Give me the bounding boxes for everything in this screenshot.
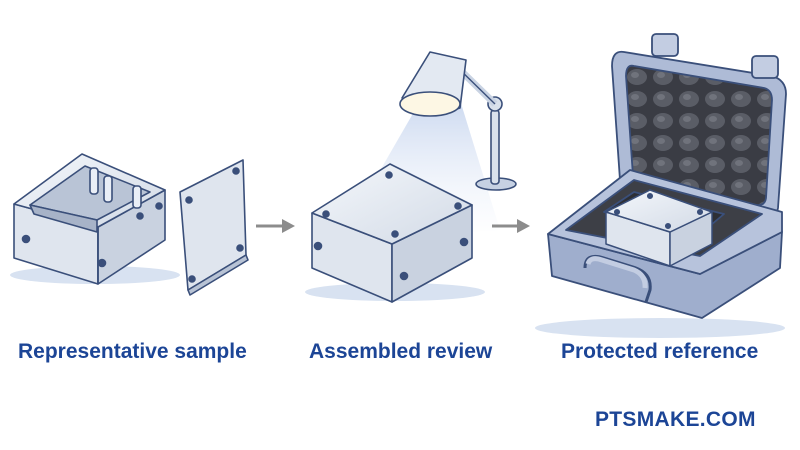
open-enclosure-base [13, 153, 166, 285]
open-enclosure-with-lid-icon [10, 153, 249, 296]
arrow-right-icon [492, 219, 530, 233]
step-label-assembled-review: Assembled review [309, 340, 493, 363]
step-label-representative-sample: Representative sample [18, 340, 247, 363]
arrow-right-icon [256, 219, 295, 233]
step-label-protected-reference: Protected reference [561, 340, 759, 363]
enclosure-lid-plate [179, 159, 249, 296]
stored-enclosure [605, 189, 713, 267]
desk-lamp-icon [399, 51, 517, 191]
closed-enclosure [311, 163, 473, 303]
enclosure-in-foam-case-icon [535, 33, 787, 338]
closed-enclosure-under-lamp-icon [305, 51, 517, 303]
brand-watermark: PTSMAKE.COM [595, 408, 756, 431]
